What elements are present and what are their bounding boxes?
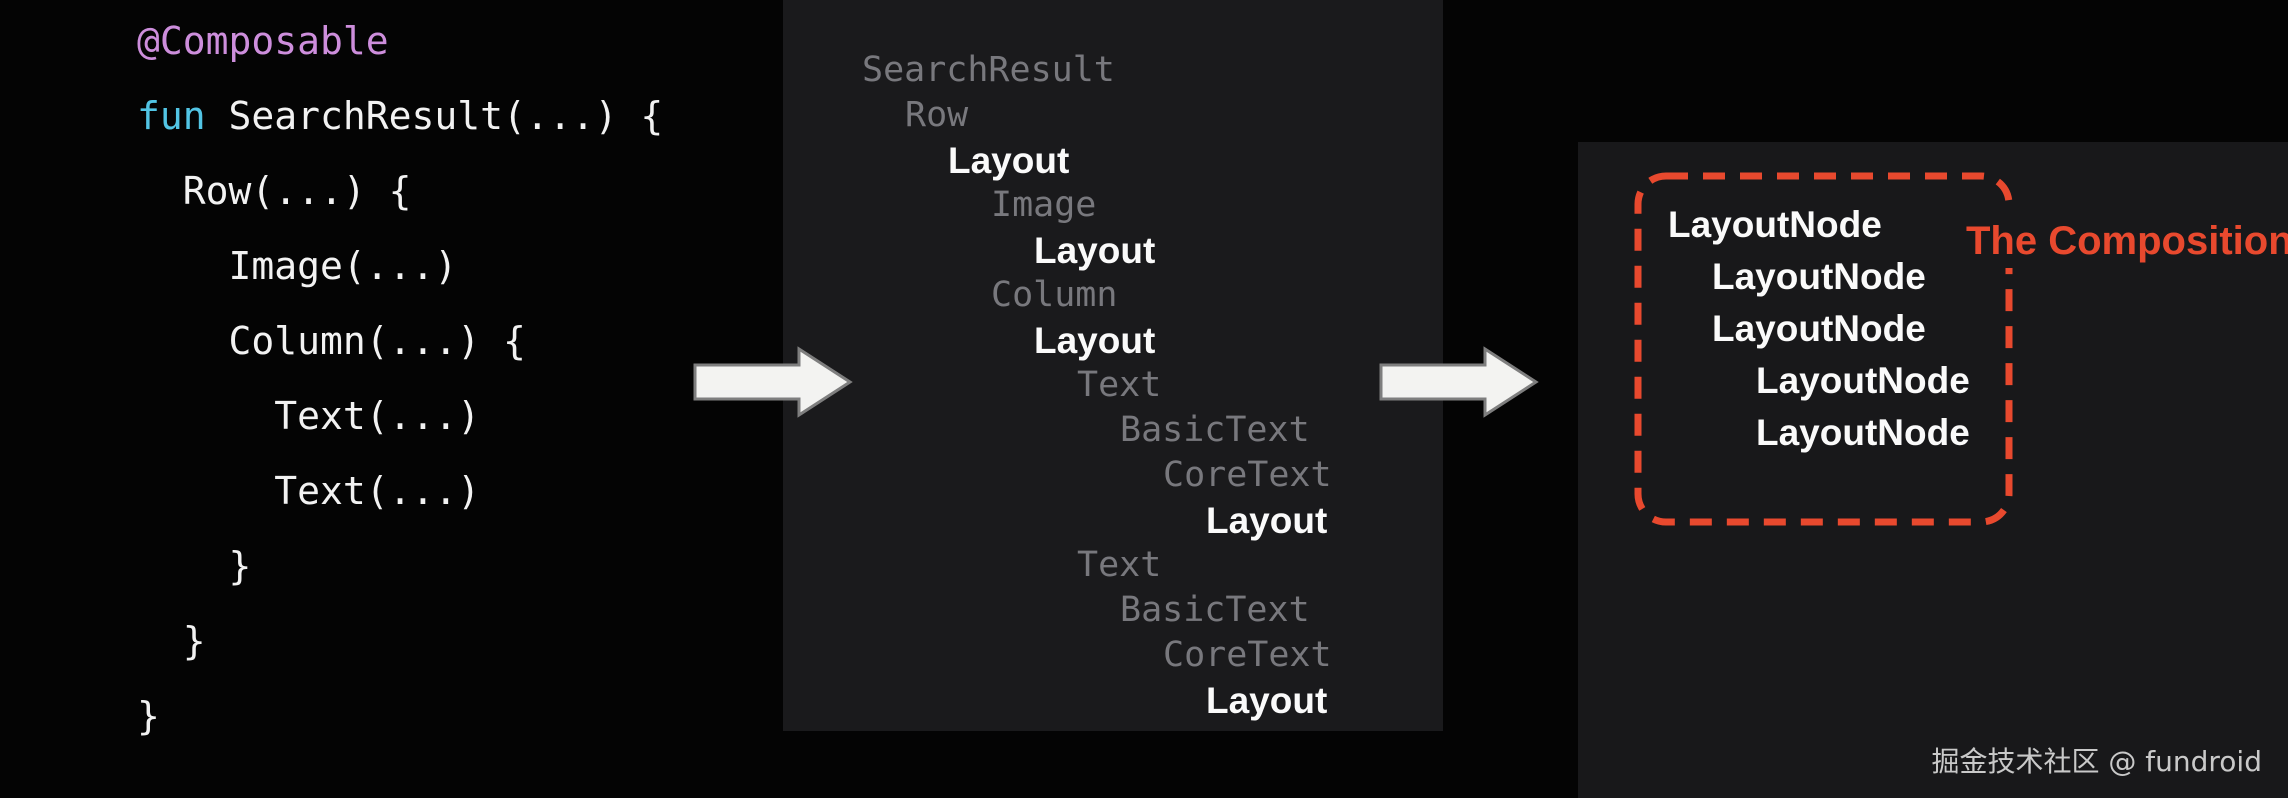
code-token: @Composable	[137, 19, 389, 63]
code-line: Column(...) {	[137, 304, 663, 379]
layout-node-item: LayoutNode	[1756, 360, 1970, 401]
code-token: Text(...)	[137, 394, 481, 438]
watermark-text: 掘金技术社区 @ fundroid	[1931, 745, 2262, 778]
code-line: }	[137, 529, 663, 604]
tree-item: Layout	[1206, 500, 1328, 541]
tree-item: CoreText	[1163, 635, 1332, 675]
code-line: }	[137, 604, 663, 679]
tree-item: BasicText	[1120, 410, 1310, 450]
code-line: Row(...) {	[137, 154, 663, 229]
layout-node-item: LayoutNode	[1756, 412, 1970, 453]
layout-node-item: LayoutNode	[1712, 256, 1926, 297]
tree-item: Text	[1077, 545, 1162, 585]
tree-item: SearchResult	[862, 50, 1115, 90]
tree-item: Text	[1077, 365, 1162, 405]
code-token: Image(...)	[137, 244, 458, 288]
code-token: }	[137, 619, 206, 663]
code-block: @Composable fun SearchResult(...) { Row(.…	[137, 4, 663, 754]
tree-item: Layout	[948, 140, 1070, 181]
tree-item: Layout	[1206, 680, 1328, 721]
arrow-right-icon	[693, 346, 853, 418]
code-token: fun	[137, 94, 229, 138]
tree-item: Row	[905, 95, 969, 135]
composition-title-label: The Composition	[1960, 214, 2288, 268]
tree-item: Layout	[1034, 230, 1156, 271]
arrow-right-icon	[1379, 346, 1539, 418]
code-line: Text(...)	[137, 454, 663, 529]
code-token: Row(...) {	[137, 169, 412, 213]
layout-node-item: LayoutNode	[1668, 204, 1882, 245]
code-line: @Composable	[137, 4, 663, 79]
code-token: Column(...) {	[137, 319, 526, 363]
layout-node-item: LayoutNode	[1712, 308, 1926, 349]
tree-item: Column	[991, 275, 1118, 315]
code-token: }	[137, 544, 252, 588]
tree-item: CoreText	[1163, 455, 1332, 495]
tree-item: BasicText	[1120, 590, 1310, 630]
tree-item: Image	[991, 185, 1097, 225]
code-token: Text(...)	[137, 469, 481, 513]
code-line: Image(...)	[137, 229, 663, 304]
tree-item: Layout	[1034, 320, 1156, 361]
code-line: fun SearchResult(...) {	[137, 79, 663, 154]
code-token: }	[137, 694, 160, 738]
code-line: }	[137, 679, 663, 754]
code-line: Text(...)	[137, 379, 663, 454]
dashed-border-box	[1634, 172, 2013, 526]
code-token: SearchResult(...) {	[228, 94, 664, 138]
